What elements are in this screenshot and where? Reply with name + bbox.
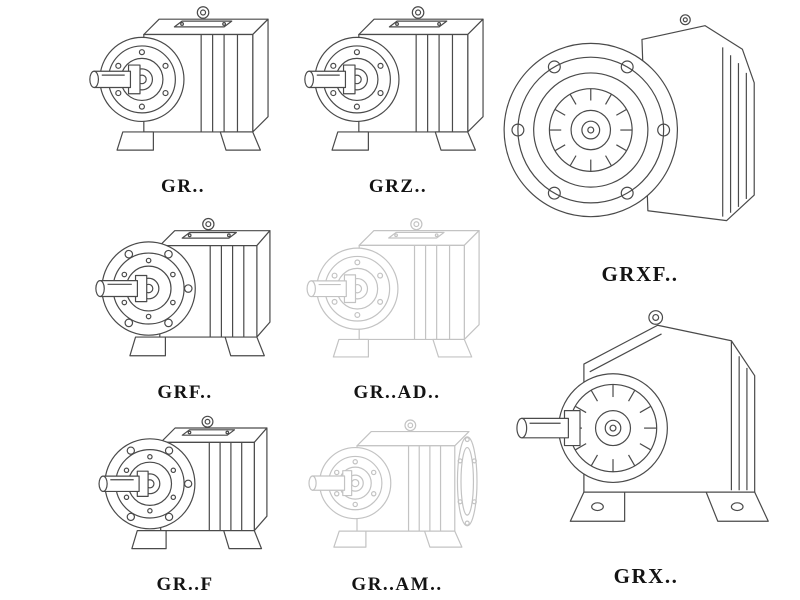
grxf-label: GRXF.. <box>601 262 679 286</box>
figure-gr-ad: GR..AD.. <box>292 214 502 404</box>
figure-grxf: GRXF.. <box>492 4 788 287</box>
gr-am-label: GR..AM.. <box>351 574 443 595</box>
figure-grz: GRZ.. <box>293 2 503 198</box>
grx-label: GRX.. <box>613 564 679 588</box>
figure-grx: GRX.. <box>498 300 794 589</box>
grxf-reducer-drawing <box>492 4 788 260</box>
grf-label: GRF.. <box>157 382 213 403</box>
gr-f-reducer-drawing <box>80 410 290 572</box>
figure-gr-f: GR..F <box>80 410 290 596</box>
gr-f-label: GR..F <box>156 574 214 595</box>
grf-reducer-drawing <box>80 212 290 380</box>
grz-reducer-drawing <box>293 2 503 174</box>
figure-gr: GR.. <box>78 2 288 198</box>
gr-label: GR.. <box>161 176 205 197</box>
gr-reducer-drawing <box>78 2 288 174</box>
figure-grf: GRF.. <box>80 212 290 404</box>
grz-label: GRZ.. <box>368 176 428 197</box>
figure-gr-am: GR..AM.. <box>292 412 502 596</box>
gr-am-reducer-drawing <box>292 412 502 572</box>
grx-reducer-drawing <box>498 300 794 562</box>
gr-ad-label: GR..AD.. <box>353 382 441 403</box>
gr-ad-reducer-drawing <box>292 214 502 380</box>
